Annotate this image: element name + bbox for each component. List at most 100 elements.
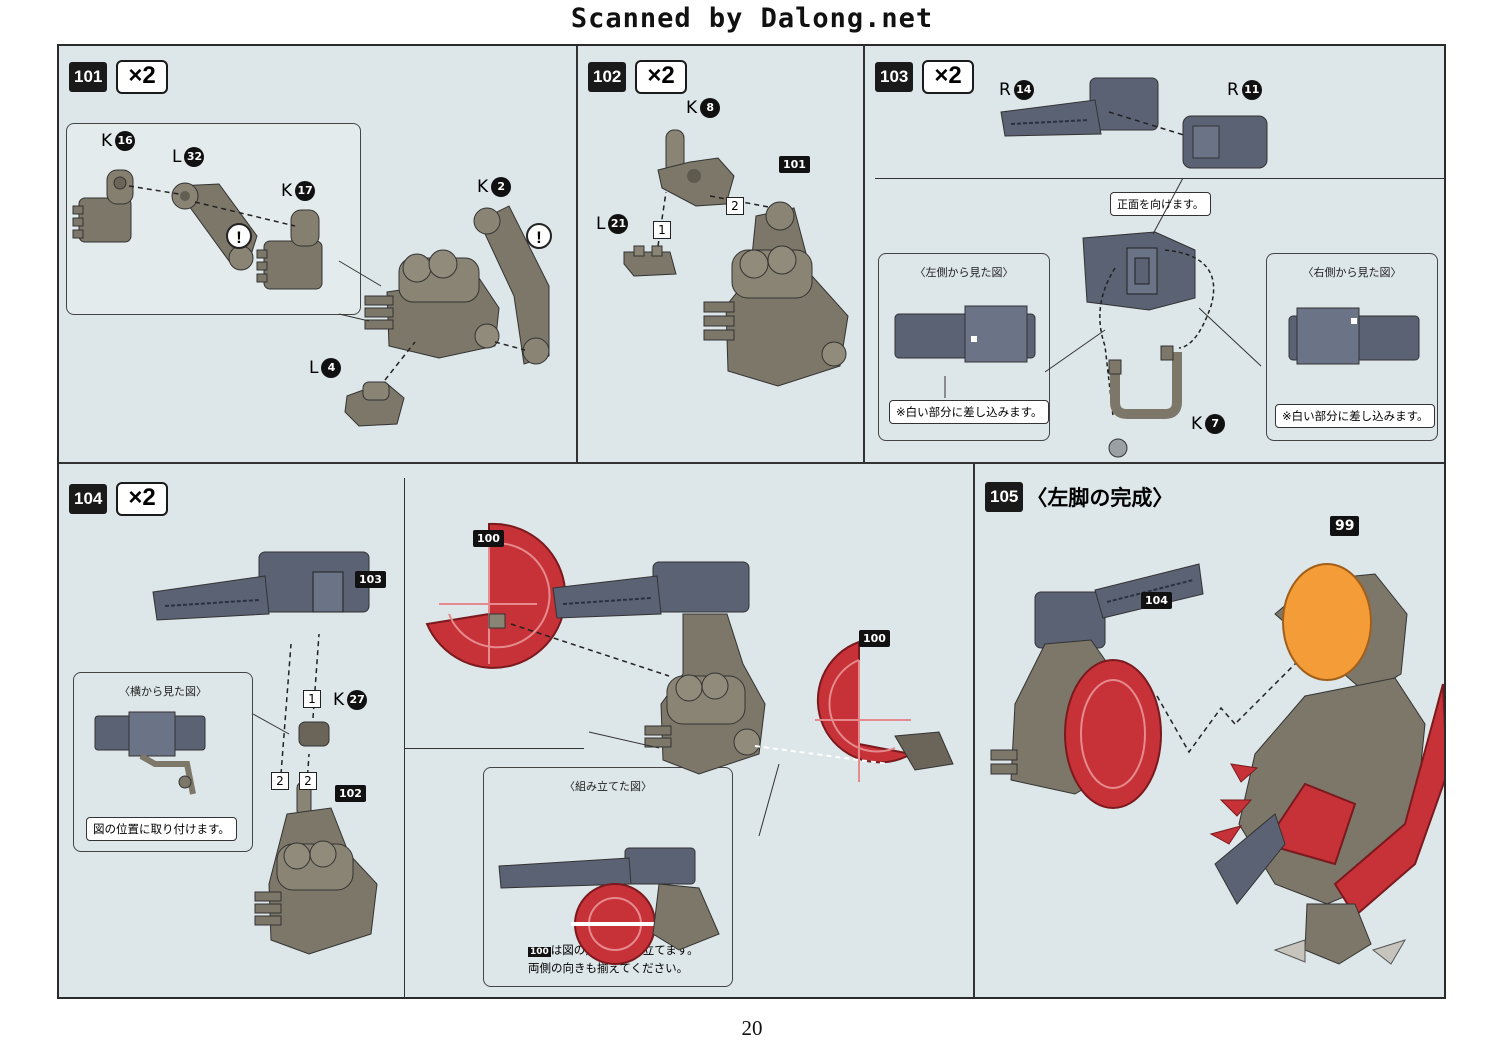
front-facing-note: 正面を向けます。 [1110, 192, 1211, 216]
quantity-badge: ×2 [116, 482, 168, 516]
step-number: 103 [875, 62, 914, 92]
caution-icon: ! [526, 223, 552, 249]
side-view-part-icon [1288, 307, 1420, 365]
step-reference-badge: 100 [528, 947, 551, 957]
insert-note: ※白い部分に差し込みます。 [1275, 404, 1436, 428]
leg-barrel-assembly-icon [552, 561, 766, 775]
part-number-badge: 8 [700, 98, 721, 118]
step-101-diagram: ! ! [72, 169, 552, 427]
svg-text:!: ! [236, 228, 242, 247]
step-101-panel: 101 ×2 [59, 46, 578, 464]
step-reference-badge: 103 [355, 571, 386, 588]
part-number-badge: 4 [321, 358, 342, 378]
part-label-l4: L 4 [309, 358, 342, 378]
part-label-l21: L 21 [596, 214, 629, 234]
hand-part-icon [256, 209, 323, 290]
leg-joint-assembly-icon [364, 249, 500, 359]
left-view-box: 〈左側から見た図〉 ※白い部分に差し込みます。 [878, 253, 1050, 441]
joint-part-icon [657, 129, 735, 207]
step-101-header: 101 ×2 [69, 60, 168, 94]
step-102-header: 102 ×2 [588, 60, 687, 94]
order-number-box: 2 [271, 772, 289, 790]
step-number: 104 [69, 484, 108, 514]
runner-letter: L [309, 358, 319, 378]
barrel-joint-assembly-icon [152, 551, 370, 621]
barrel-cap-part-icon [1182, 115, 1268, 169]
step-105-header: 105 〈左脚の完成〉 [985, 482, 1173, 512]
divider [404, 748, 584, 749]
step-title: 〈左脚の完成〉 [1026, 486, 1174, 510]
runner-letter: L [596, 214, 606, 234]
part-label-r14: R 14 [999, 80, 1034, 100]
part-number-badge: 7 [1205, 414, 1226, 434]
quantity-badge: ×2 [116, 60, 168, 94]
part-label-l32: L 32 [172, 147, 205, 167]
part-number-badge: 11 [1241, 80, 1262, 100]
order-number-box: 1 [303, 690, 321, 708]
page-number: 20 [741, 1016, 763, 1040]
step-reference-badge: 100 [859, 630, 890, 647]
assembled-preview-icon [498, 847, 720, 965]
leg-barrel-assembly-icon [990, 563, 1204, 809]
step-102-diagram [623, 129, 849, 387]
side-view-box: 〈横から見た図〉 図の位置に取り付けます。 [73, 672, 253, 852]
completed-leg-icon [1209, 563, 1444, 965]
divider [404, 478, 405, 748]
divider [404, 748, 405, 998]
runner-letter: L [172, 147, 182, 167]
part-number-badge: 27 [347, 690, 368, 710]
step-number: 102 [588, 62, 627, 92]
view-title: 〈組み立てた図〉 [564, 780, 652, 793]
view-title: 〈右側から見た図〉 [1302, 266, 1402, 279]
quantity-badge: ×2 [635, 60, 687, 94]
step-103-header: 103 ×2 [875, 60, 974, 94]
view-title: 〈左側から見た図〉 [914, 266, 1014, 279]
runner-letter: K [686, 98, 698, 118]
part-label-k17: K 17 [281, 181, 316, 201]
view-title: 〈横から見た図〉 [119, 685, 207, 698]
leg-joint-assembly-icon [254, 781, 378, 955]
step-reference-badge: 99 [1330, 516, 1360, 536]
red-disc-part-icon [425, 522, 567, 669]
link-arm-icon [473, 205, 550, 365]
gate-marker-icon [1108, 438, 1128, 458]
barrel-part-icon [1000, 77, 1159, 137]
step-number: 105 [985, 482, 1024, 512]
hand-part-icon [72, 169, 134, 243]
order-number-box: 2 [299, 772, 317, 790]
order-number-box: 2 [726, 197, 744, 215]
part-number-badge: 14 [1013, 80, 1034, 100]
step-102-panel: 102 ×2 [578, 46, 865, 464]
part-label-k27: K 27 [333, 690, 368, 710]
small-clip-part-icon [623, 245, 677, 277]
svg-text:!: ! [536, 228, 542, 247]
assembly-note-line2: 両側の向きも揃えてください。 [528, 961, 689, 975]
part-number-badge: 16 [115, 131, 136, 151]
runner-letter: K [333, 690, 345, 710]
attach-note: 図の位置に取り付けます。 [86, 817, 237, 841]
side-view-part-icon [94, 711, 206, 795]
right-view-box: 〈右側から見た図〉 ※白い部分に差し込みます。 [1266, 253, 1438, 441]
red-disc-part-icon [815, 640, 954, 782]
part-label-k16: K 16 [101, 131, 136, 151]
leg-joint-assembly-icon [703, 201, 849, 387]
part-label-k7: K 7 [1191, 414, 1226, 434]
part-label-k2: K 2 [477, 177, 512, 197]
insert-note: ※白い部分に差し込みます。 [889, 400, 1050, 424]
runner-letter: K [1191, 414, 1203, 434]
runner-letter: K [281, 181, 293, 201]
runner-letter: K [101, 131, 113, 151]
step-105-diagram [990, 563, 1444, 965]
step-103-panel: 103 ×2 〈左側から見た図〉 ※白い部分に差し込みます。 〈右側から見た図〉… [865, 46, 1445, 464]
step-reference-badge: 102 [335, 785, 366, 802]
assembled-view-box: 〈組み立てた図〉 100は図の角度で組み立てます。 両側の向きも揃えてください。 [483, 767, 733, 987]
runner-letter: R [999, 80, 1011, 100]
side-view-part-icon [894, 305, 1036, 363]
foot-cap-part-icon [344, 381, 405, 427]
part-number-badge: 17 [295, 181, 316, 201]
instruction-sheet: 101 ×2 [57, 44, 1446, 999]
step-reference-badge: 104 [1141, 592, 1172, 609]
scan-banner: Scanned by Dalong.net [570, 3, 934, 34]
step-number: 101 [69, 62, 108, 92]
part-number-badge: 2 [491, 177, 512, 197]
